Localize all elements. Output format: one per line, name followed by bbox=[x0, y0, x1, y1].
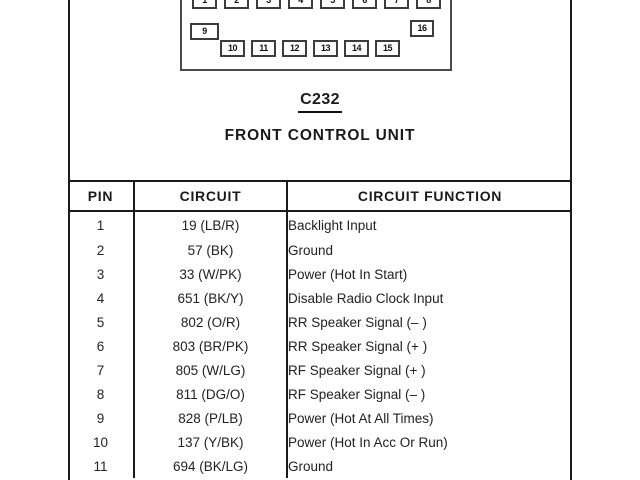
cell-circuit-function: Ground bbox=[288, 458, 334, 474]
cell-circuit: 19 (LB/R) bbox=[134, 211, 288, 238]
header-row: PIN CIRCUIT CIRCUIT FUNCTION bbox=[68, 180, 572, 212]
cell-circuit-function: RF Speaker Signal (+ ) bbox=[288, 362, 426, 378]
cell-circuit: 33 (W/PK) bbox=[134, 262, 288, 286]
cell-circuit: 811 (DG/O) bbox=[134, 382, 288, 406]
cell-circuit-function: Ground bbox=[288, 242, 334, 258]
cell-circuit: 57 (BK) bbox=[134, 238, 288, 262]
cell-circuit: 802 (O/R) bbox=[134, 310, 288, 334]
cell-pin: 3 bbox=[68, 262, 135, 286]
cell-pin: 10 bbox=[68, 430, 135, 454]
connector-pin-14: 14 bbox=[344, 40, 369, 57]
cell-circuit-function: RR Speaker Signal (– ) bbox=[288, 314, 427, 330]
connector-pin-1: 1 bbox=[192, 0, 217, 9]
connector-pin-5: 5 bbox=[320, 0, 345, 9]
cell-circuit: 828 (P/LB) bbox=[134, 406, 288, 430]
cell-circuit: 137 (Y/BK) bbox=[134, 430, 288, 454]
title-block: C232 FRONT CONTROL UNIT bbox=[70, 90, 570, 145]
cell-pin: 2 bbox=[68, 238, 135, 262]
page-border-right bbox=[570, 0, 572, 480]
cell-pin: 1 bbox=[68, 211, 135, 238]
cell-circuit-function: Power (Hot At All Times) bbox=[288, 410, 434, 426]
connector-pin-10: 10 bbox=[220, 40, 245, 57]
unit-name-label: FRONT CONTROL UNIT bbox=[224, 127, 416, 144]
cell-circuit-function: Disable Radio Clock Input bbox=[288, 290, 444, 306]
cell-circuit: 805 (W/LG) bbox=[134, 358, 288, 382]
connector-pin-7: 7 bbox=[384, 0, 409, 9]
cell-pin: 5 bbox=[68, 310, 135, 334]
cell-circuit: 651 (BK/Y) bbox=[134, 286, 288, 310]
cell-circuit-function: RR Speaker Signal (+ ) bbox=[288, 338, 428, 354]
cell-pin: 8 bbox=[68, 382, 135, 406]
cell-pin: 11 bbox=[68, 454, 135, 478]
cell-circuit-function: RF Speaker Signal (– ) bbox=[288, 386, 426, 402]
connector-pin-3: 3 bbox=[256, 0, 281, 9]
cell-pin: 9 bbox=[68, 406, 135, 430]
cell-circuit-function: Backlight Input bbox=[288, 217, 377, 233]
cell-circuit: 694 (BK/LG) bbox=[134, 454, 288, 478]
connector-pin-6: 6 bbox=[352, 0, 377, 9]
connector-pin-12: 12 bbox=[282, 40, 307, 57]
column-header-circuit: CIRCUIT bbox=[134, 180, 288, 212]
cell-circuit-function: Power (Hot In Acc Or Run) bbox=[288, 434, 448, 450]
cell-pin: 6 bbox=[68, 334, 135, 358]
connector-pin-13: 13 bbox=[313, 40, 338, 57]
cell-circuit: 803 (BR/PK) bbox=[134, 334, 288, 358]
cell-pin: 7 bbox=[68, 358, 135, 382]
connector-pin-2: 2 bbox=[224, 0, 249, 9]
connector-id-label: C232 bbox=[298, 90, 342, 113]
cell-circuit-function: Power (Hot In Start) bbox=[288, 266, 408, 282]
connector-pin-16: 16 bbox=[410, 20, 434, 37]
table-header: PIN CIRCUIT CIRCUIT FUNCTION bbox=[68, 180, 572, 212]
column-header-pin: PIN bbox=[68, 180, 135, 212]
connector-pin-15: 15 bbox=[375, 40, 400, 57]
column-header-function: CIRCUIT FUNCTION bbox=[287, 180, 572, 212]
connector-pin-4: 4 bbox=[288, 0, 313, 9]
connector-pin-9: 9 bbox=[190, 23, 219, 40]
connector-pin-11: 11 bbox=[251, 40, 276, 57]
cell-pin: 4 bbox=[68, 286, 135, 310]
connector-pin-8: 8 bbox=[416, 0, 441, 9]
